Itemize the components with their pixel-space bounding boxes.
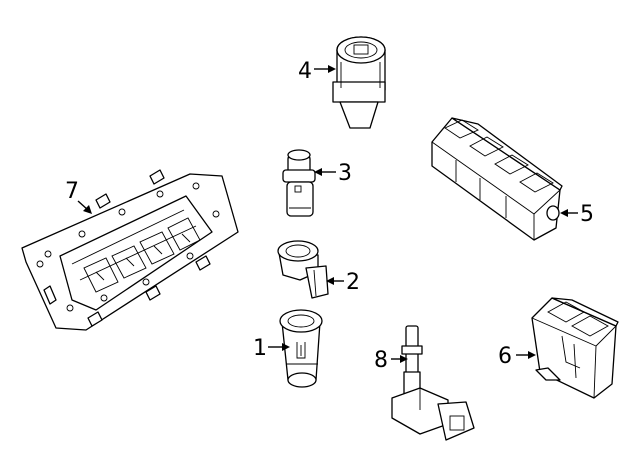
callout-5: 5 bbox=[580, 202, 594, 227]
callout-4: 4 bbox=[298, 59, 312, 84]
part-8-sensor[interactable] bbox=[391, 325, 475, 441]
callout-3: 3 bbox=[338, 161, 352, 186]
callout-7: 7 bbox=[65, 179, 79, 204]
callout-1: 1 bbox=[253, 336, 267, 361]
part-6-double-switch[interactable] bbox=[531, 297, 619, 399]
part-3-switch[interactable] bbox=[282, 149, 316, 217]
callout-leaders bbox=[77, 65, 578, 363]
callout-6: 6 bbox=[498, 344, 512, 369]
callout-8: 8 bbox=[374, 348, 388, 373]
part-1-cylinder-socket[interactable] bbox=[279, 309, 323, 388]
part-5-switch-bank[interactable] bbox=[431, 117, 563, 241]
part-2-socket[interactable] bbox=[277, 240, 329, 299]
part-7-control-panel[interactable] bbox=[21, 169, 239, 331]
part-4-start-button[interactable] bbox=[332, 36, 386, 129]
callout-2: 2 bbox=[346, 270, 360, 295]
